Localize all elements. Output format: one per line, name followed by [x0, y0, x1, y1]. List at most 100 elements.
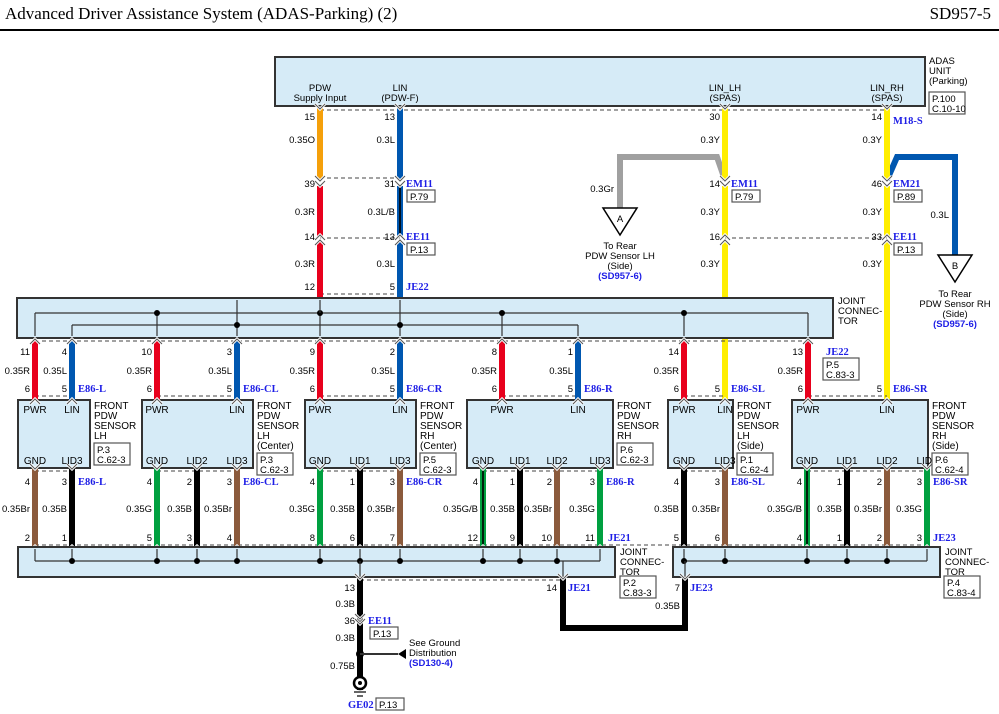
ground-link[interactable]: (SD130-4) [409, 658, 453, 669]
terminal-label: GND [146, 456, 168, 467]
pin-number: 14 [709, 179, 720, 190]
branch-link[interactable]: (SD957-6) [933, 319, 977, 330]
gauge-label: 0.35R [290, 366, 315, 377]
splice-dot [554, 558, 560, 564]
sensor-name: RH [932, 431, 946, 442]
pin-number: 11 [20, 347, 30, 358]
connector-chevron [572, 398, 584, 405]
terminal-label: LIN [64, 405, 80, 416]
page-ref: P.1 [740, 455, 753, 466]
splice-dot [234, 558, 240, 564]
sensor-name: SENSOR [932, 421, 974, 432]
gauge-label: 0.3L [377, 259, 396, 270]
gauge-label: 0.35Br [2, 504, 30, 515]
connector-chevron [802, 398, 814, 405]
joint-connector-name: CONNEC- [838, 306, 882, 317]
branch-destination: To Rear [938, 289, 971, 300]
sensor-name: (Center) [257, 441, 294, 452]
pin-number: 4 [473, 477, 478, 488]
gauge-label: 0.35G [569, 504, 595, 515]
joint-connector-top [16, 297, 834, 339]
gauge-label: 0.35G [289, 504, 315, 515]
pin-number: 13 [792, 347, 803, 358]
pin-number: 2 [390, 347, 395, 358]
ground-note: See Ground [409, 638, 460, 649]
joint-ref-box [822, 357, 860, 381]
pin-number: 5 [674, 533, 679, 544]
gauge-label: 0.35G/B [443, 504, 478, 515]
pin-number: 14 [871, 112, 882, 123]
sensor-name: (Center) [420, 441, 457, 452]
pin-number: 39 [304, 179, 315, 190]
sensor-box [141, 399, 254, 469]
pin-number: 2 [187, 477, 192, 488]
connector-chevron [921, 463, 933, 470]
splice-dot [317, 558, 323, 564]
gauge-label: 0.3Y [700, 135, 720, 146]
gauge-label: 0.3L [931, 210, 950, 221]
terminal-label: GND [796, 456, 818, 467]
gauge-label: 0.35R [654, 366, 679, 377]
pin-number: 5 [390, 282, 395, 293]
marker-label: B [952, 261, 958, 272]
pin-number: 36 [344, 616, 355, 627]
splice-dot [154, 558, 160, 564]
connector-chevron [394, 338, 406, 345]
gauge-label: 0.3B [335, 599, 355, 610]
gauge-label: 0.35R [778, 366, 803, 377]
connector-chevron [394, 239, 406, 246]
connector-tag: GE02 [348, 700, 374, 711]
gauge-label: 0.75B [330, 661, 355, 672]
connector-tag: E86-SR [933, 477, 968, 488]
terminal-label: LIN_LH [709, 83, 741, 94]
branch-link[interactable]: (SD957-6) [598, 271, 642, 282]
gauge-label: 0.35O [289, 135, 315, 146]
sensor-name: PDW [420, 411, 444, 422]
pin-number: 3 [917, 477, 922, 488]
connector-tag: JE22 [826, 347, 849, 358]
connector-chevron [719, 463, 731, 470]
page-ref: P.5 [826, 360, 839, 371]
connector-chevron [66, 463, 78, 470]
pin-number: 6 [147, 384, 152, 395]
connector-tag: EM21 [893, 179, 920, 190]
gauge-label: 0.35L [371, 366, 395, 377]
component-ref: C.83-3 [623, 588, 652, 599]
gauge-label: 0.35B [330, 504, 355, 515]
terminal-label: LID2 [876, 456, 898, 467]
gauge-label: 0.35R [127, 366, 152, 377]
connector-ref-box [369, 626, 399, 640]
connector-tag: JE21 [568, 583, 591, 594]
connector-chevron [151, 338, 163, 345]
connector-chevron [881, 398, 893, 405]
pin-number: 4 [147, 477, 152, 488]
connector-chevron [354, 463, 366, 470]
connector-chevron [354, 573, 366, 580]
splice-dot [804, 558, 810, 564]
adas-ref-box [928, 91, 966, 115]
page-ref: P.13 [897, 245, 915, 256]
component-ref: C.83-3 [826, 370, 855, 381]
gauge-label: 0.35Br [524, 504, 552, 515]
gauge-label: 0.3L/B [368, 207, 395, 218]
joint-ref-box [943, 575, 981, 599]
pin-number: 5 [227, 384, 232, 395]
gauge-label: 0.3Y [862, 259, 882, 270]
gauge-label: 0.3Y [700, 259, 720, 270]
terminal-label: GND [472, 456, 494, 467]
page-ref: P.13 [410, 245, 428, 256]
connector-tag: JE22 [406, 282, 429, 293]
branch-destination: To Rear [603, 241, 636, 252]
connector-chevron [314, 338, 326, 345]
connector-tag: E86-SR [893, 384, 928, 395]
header-divider [0, 29, 999, 31]
connector-tag: E86-L [78, 477, 106, 488]
sensor-box [17, 399, 91, 469]
pin-number: 9 [310, 347, 315, 358]
connector-tag: EE11 [368, 616, 392, 627]
gauge-label: 0.35G/B [767, 504, 802, 515]
joint-connector-name: TOR [945, 567, 965, 578]
gauge-label: 0.3Y [862, 135, 882, 146]
connector-chevron [496, 338, 508, 345]
arrow-icon [398, 649, 406, 659]
